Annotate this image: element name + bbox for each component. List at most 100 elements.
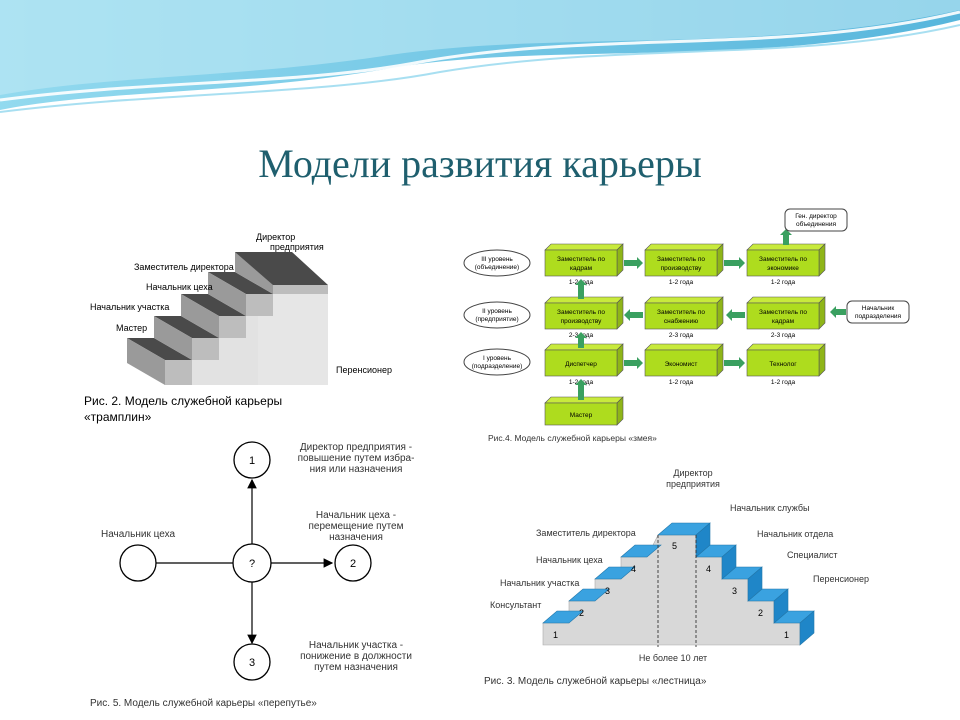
fig4-caption: Рис.4. Модель служебной карьеры «змея»	[488, 433, 657, 443]
riser-3	[181, 294, 219, 338]
svg-text:производству: производству	[561, 318, 603, 325]
ladder-right-4: Перенсионер	[813, 574, 869, 584]
svg-text:Ген. директор: Ген. директор	[795, 213, 837, 220]
row2-box-3: Заместитель по кадрам	[746, 296, 826, 330]
svg-text:кадрам: кадрам	[772, 318, 795, 325]
level-2: II уровень (предприятие)	[463, 301, 531, 329]
ladder-left-step-4	[620, 544, 662, 558]
arrow-r1-b	[724, 357, 745, 369]
arrow-r3-gen	[780, 229, 792, 245]
svg-text:Заместитель по: Заместитель по	[759, 256, 807, 263]
riser-4	[208, 272, 246, 316]
t3-line1: Начальник участка -	[309, 640, 403, 651]
ladder-left-3: Начальник цеха	[536, 555, 603, 565]
ladder-right-riser-1	[695, 522, 711, 558]
ladder-right-1: Начальник службы	[730, 503, 809, 513]
step-label-1: Мастер	[116, 323, 147, 333]
svg-text:(подразделение): (подразделение)	[472, 363, 523, 370]
ladder-bottom: Не более 10 лет	[639, 653, 707, 663]
ladder-left-step-1	[542, 610, 584, 624]
step-label-2: Начальник участка	[90, 302, 169, 312]
row1-term-3: 1-2 года	[771, 379, 796, 386]
t1-line2: повышение путем избра-	[298, 452, 415, 464]
level-3: III уровень (объединение)	[463, 249, 531, 277]
row3-term-2: 1-2 года	[669, 279, 694, 286]
ladder-peak-num: 5	[672, 541, 677, 551]
svg-text:I уровень: I уровень	[483, 355, 512, 362]
svg-text:подразделения: подразделения	[855, 313, 902, 320]
ladder-left-num-4: 4	[631, 564, 636, 574]
ladder-left-step-3	[594, 566, 636, 580]
svg-text:(предприятие): (предприятие)	[475, 316, 518, 323]
step-2	[154, 316, 219, 338]
ladder-top-1: Директор	[673, 468, 712, 478]
riser-5	[235, 252, 273, 294]
ladder-end-side	[799, 610, 815, 646]
step-top-front	[165, 360, 192, 385]
fig3-caption: Рис. 3. Модель служебной карьеры «лестни…	[484, 675, 707, 687]
arrow-r2-a	[726, 309, 745, 321]
ladder-right-num-3: 2	[758, 608, 763, 618]
top-label-2: предприятия	[270, 242, 324, 252]
step-5	[235, 252, 328, 294]
header-wave	[0, 0, 960, 113]
head-subdivision-box: Начальник подразделения	[846, 300, 910, 324]
ladder-left-1: Консультант	[490, 600, 541, 610]
svg-text:объединения: объединения	[796, 220, 837, 228]
fig5-caption: Рис. 5. Модель служебной карьеры «перепу…	[90, 697, 317, 709]
gen-director-box: Ген. директор объединения	[784, 208, 848, 232]
num-2: 2	[350, 558, 356, 570]
row1-box-1: Диспетчер	[544, 343, 624, 377]
fig2-caption-2: «трамплин»	[84, 410, 152, 424]
step-1	[127, 338, 192, 360]
circle-1	[233, 441, 271, 479]
ladder-top-2: предприятия	[666, 479, 720, 489]
svg-text:Заместитель по: Заместитель по	[759, 309, 807, 316]
row3-term-3: 1-2 года	[771, 279, 796, 286]
ladder-left-step-2	[568, 588, 610, 602]
ladder-right-2: Начальник отдела	[757, 529, 833, 539]
fig2-caption-1: Рис. 2. Модель служебной карьеры	[84, 394, 282, 408]
svg-text:экономике: экономике	[767, 265, 799, 272]
arrow-r1-r2	[575, 332, 587, 348]
center-circle	[232, 543, 272, 583]
t1-line3: ния или назначения	[310, 464, 403, 475]
row2-term-3: 2-3 года	[771, 332, 796, 339]
t1-line1: Директор предприятия -	[300, 442, 412, 453]
ladder-right-3: Специалист	[787, 550, 837, 560]
arrow-head	[830, 306, 846, 318]
t3-line2: понижение в должности	[300, 651, 412, 662]
t2-line3: назначения	[329, 532, 383, 543]
circle-2	[334, 544, 372, 582]
ladder-right-num-2: 3	[732, 586, 737, 596]
ladder-left-num-1: 1	[553, 630, 558, 640]
ladder-right-num-4: 1	[784, 630, 789, 640]
svg-text:Экономист: Экономист	[665, 361, 698, 368]
ladder-left-num-2: 2	[579, 608, 584, 618]
svg-text:III уровень: III уровень	[481, 256, 513, 263]
svg-text:II уровень: II уровень	[482, 308, 512, 315]
step4-front	[246, 294, 273, 316]
step-4	[208, 272, 273, 294]
retired-label: Перенсионер	[336, 365, 392, 375]
ladder-right-num-1: 4	[706, 564, 711, 574]
svg-text:Заместитель по: Заместитель по	[657, 309, 705, 316]
ladder-right-riser-4	[773, 588, 789, 624]
row1-box-3: Технолог	[746, 343, 826, 377]
step-3	[181, 294, 246, 316]
ladder-left-4: Заместитель директора	[536, 528, 636, 538]
row2-term-2: 2-3 года	[669, 332, 694, 339]
arrow-master-up	[575, 379, 587, 400]
page-title: Модели развития карьеры	[258, 141, 702, 186]
arrow-r2-r3	[575, 279, 587, 299]
crossroads-diagram: ? 1 2 3 Начальник цеха Директор предприя…	[60, 430, 450, 715]
row3-box-3: Заместитель по экономике	[746, 243, 826, 277]
num-3: 3	[249, 657, 255, 669]
center-mark: ?	[249, 558, 255, 570]
snake-diagram: III уровень (объединение) II уровень (пр…	[463, 208, 910, 443]
t2-line2: перемещение путем	[309, 521, 404, 532]
